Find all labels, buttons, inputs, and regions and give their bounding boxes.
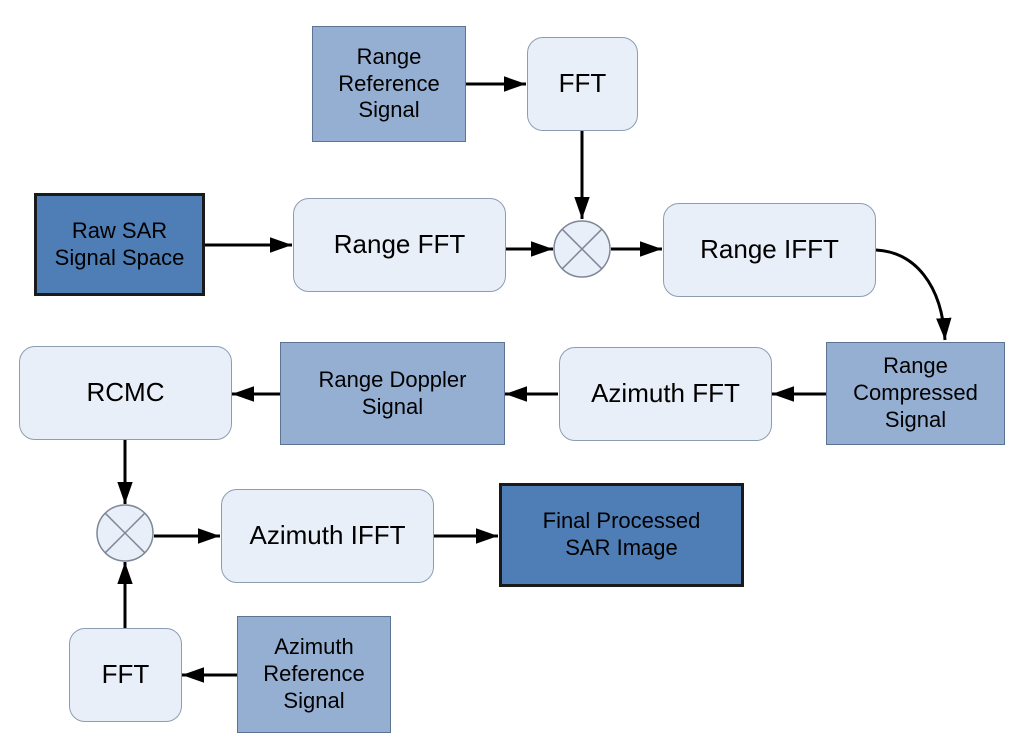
range-compressed-signal-node: Range Compressed Signal — [826, 342, 1005, 445]
node-label: Signal — [884, 406, 947, 432]
multiplier-top — [553, 220, 611, 278]
range-ifft-node: Range IFFT — [663, 203, 876, 297]
range-reference-signal-node: Range Reference Signal — [312, 26, 466, 142]
node-label: Azimuth — [274, 634, 354, 660]
range-fft-node: Range FFT — [293, 198, 506, 292]
node-label: Range IFFT — [700, 234, 839, 265]
rcmc-node: RCMC — [19, 346, 232, 440]
node-label: Signal — [361, 393, 424, 419]
edge-range-ifft-to-range-compressed — [875, 248, 952, 341]
node-label: Signal — [283, 687, 345, 713]
node-label: Azimuth IFFT — [249, 520, 406, 551]
node-label: Signal Space — [54, 244, 185, 270]
fft-top-node: FFT — [527, 37, 638, 131]
azimuth-ifft-node: Azimuth IFFT — [221, 489, 434, 583]
fft-bottom-node: FFT — [69, 628, 182, 722]
node-label: Reference — [338, 70, 440, 96]
node-label: SAR Image — [565, 535, 678, 560]
node-label: Final Processed — [542, 508, 701, 534]
raw-sar-signal-space-node: Raw SAR Signal Space — [34, 193, 205, 296]
node-label: FFT — [101, 659, 150, 690]
azimuth-fft-node: Azimuth FFT — [559, 347, 772, 441]
node-label: Reference — [263, 661, 365, 687]
azimuth-reference-signal-node: Azimuth Reference Signal — [237, 616, 391, 733]
node-label: RCMC — [86, 377, 165, 408]
node-label: FFT — [558, 68, 607, 99]
node-label: Compressed — [853, 380, 978, 406]
final-processed-sar-image-node: Final Processed SAR Image — [499, 483, 744, 587]
node-label: Range Doppler — [318, 366, 467, 392]
node-label: Azimuth FFT — [591, 378, 740, 409]
node-label: Raw SAR — [71, 217, 168, 243]
node-label: Range FFT — [333, 229, 466, 260]
node-label: Signal — [358, 97, 420, 123]
range-doppler-signal-node: Range Doppler Signal — [280, 342, 505, 445]
node-label: Range — [883, 353, 948, 379]
multiplier-bottom — [96, 504, 154, 562]
node-label: Range — [356, 43, 422, 69]
